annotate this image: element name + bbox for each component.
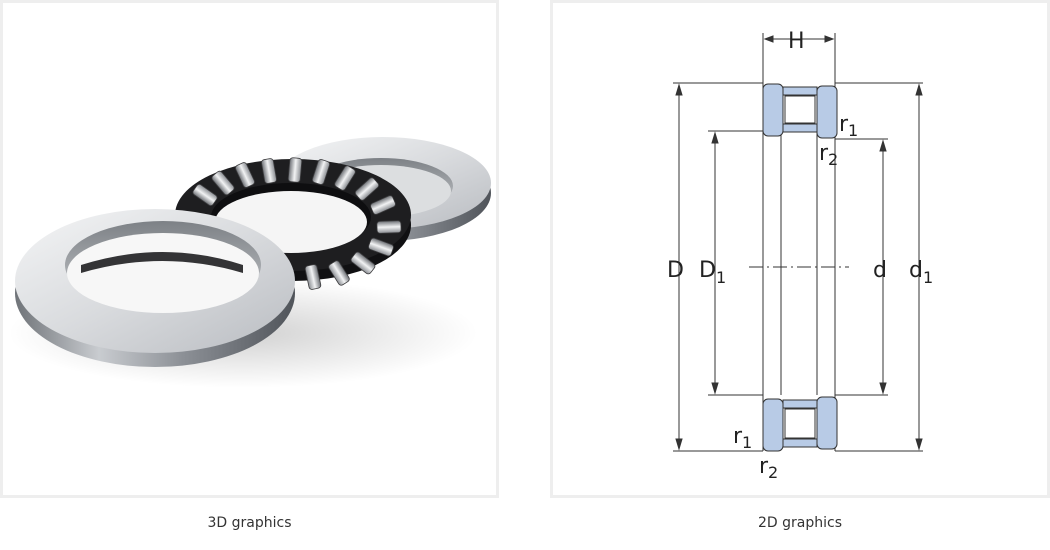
bottom-right-washer	[816, 396, 838, 450]
label-d: d	[873, 258, 887, 283]
caption-3d-graphics: 3D graphics	[207, 515, 292, 531]
top-cage-lower	[782, 123, 818, 133]
label-r2-top: r2	[819, 141, 838, 169]
bottom-roller	[784, 408, 816, 439]
bottom-cage-upper	[782, 399, 818, 409]
image-2d-panel: H D D1 d d1 r1 r2 r1 r2	[550, 0, 1050, 498]
label-r1-bottom: r1	[733, 424, 752, 452]
front-washer	[15, 209, 295, 367]
label-r1-top: r1	[839, 112, 858, 140]
label-r2-bottom: r2	[759, 454, 778, 482]
label-D: D	[667, 258, 684, 283]
top-section	[762, 83, 838, 139]
top-cage-upper	[782, 86, 818, 96]
label-d1: d1	[909, 258, 933, 287]
label-H: H	[788, 29, 805, 54]
caption-2d-graphics: 2D graphics	[758, 515, 842, 531]
dimension-arrows	[675, 35, 923, 451]
bottom-left-washer	[762, 398, 784, 452]
bottom-cage-lower	[782, 438, 818, 448]
drawing-lines	[673, 33, 923, 452]
bearing-3d-illustration	[8, 137, 491, 388]
label-D1: D1	[699, 258, 726, 287]
image-3d-panel	[0, 0, 499, 498]
top-left-washer	[762, 83, 784, 137]
top-roller	[784, 95, 816, 124]
bottom-section	[762, 396, 838, 452]
top-right-washer	[816, 85, 838, 139]
bearing-2d-drawing: H D D1 d d1 r1 r2 r1 r2	[667, 29, 933, 482]
